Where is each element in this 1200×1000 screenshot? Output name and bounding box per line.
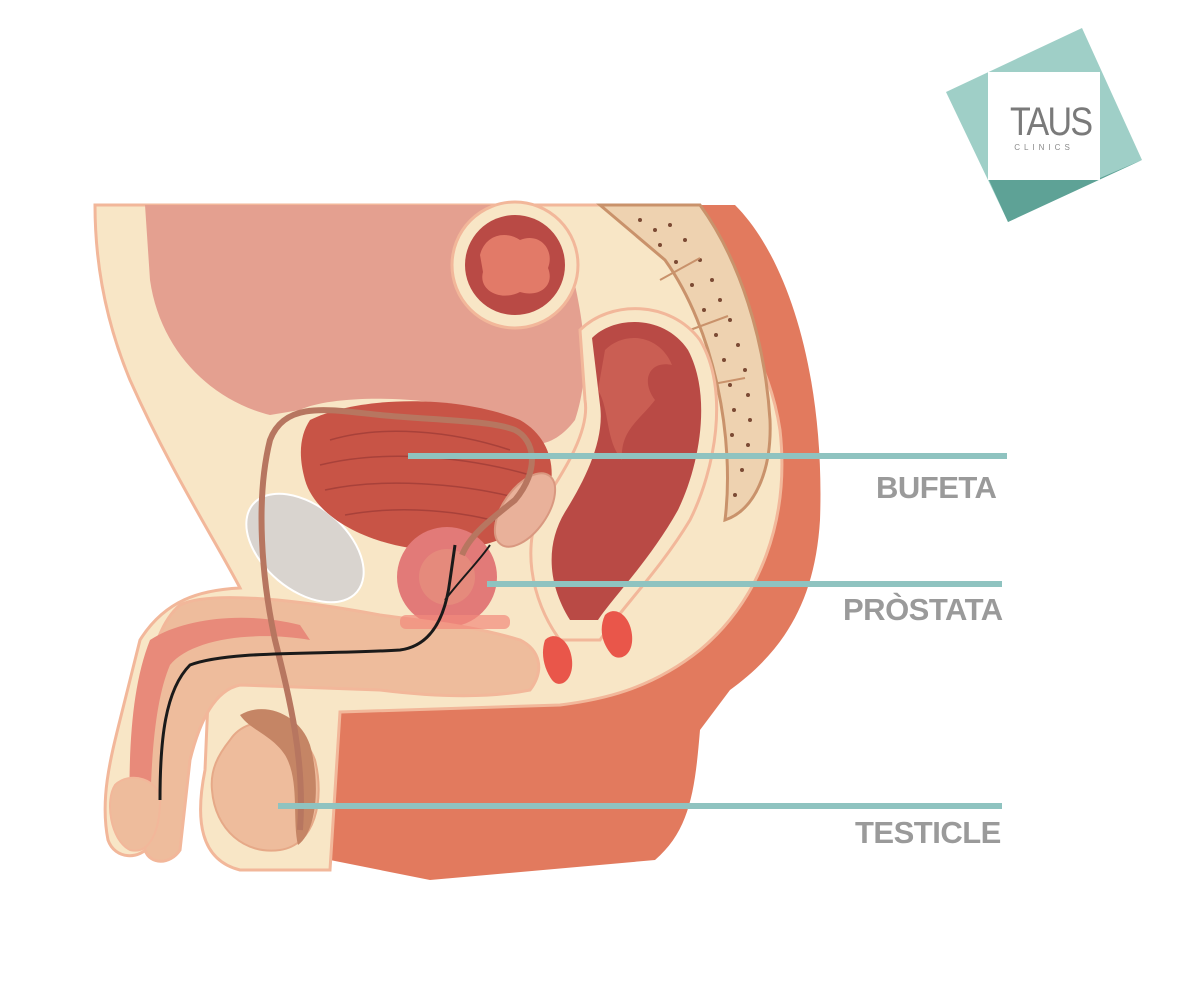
logo-subtitle: CLINICS — [1014, 143, 1074, 152]
spine-dots — [638, 218, 752, 497]
bladder — [300, 401, 552, 551]
rectum — [529, 307, 719, 642]
urethra — [158, 544, 457, 801]
label-prostate: PRÒSTATA — [843, 592, 1003, 627]
prostate — [397, 527, 497, 627]
label-bladder: BUFETA — [876, 470, 997, 505]
taus-clinics-logo — [946, 28, 1142, 222]
sacrum — [595, 203, 772, 523]
logo-diamond-shadow — [988, 160, 1142, 222]
ejaculatory-duct — [444, 544, 491, 601]
intestine-loop — [450, 200, 580, 330]
penis — [109, 596, 541, 863]
vertebra-divider — [689, 315, 729, 331]
logo-wordmark: TAUS — [1010, 100, 1093, 144]
urethra-segment — [400, 615, 510, 629]
vertebra-divider — [659, 257, 701, 281]
leader-lines — [278, 453, 1007, 809]
anal-sphincter — [601, 611, 633, 658]
seminal-vesicle — [493, 472, 557, 548]
logo-square — [988, 72, 1100, 180]
anal-sphincter — [542, 636, 573, 684]
label-testicle: TESTICLE — [855, 815, 1001, 850]
